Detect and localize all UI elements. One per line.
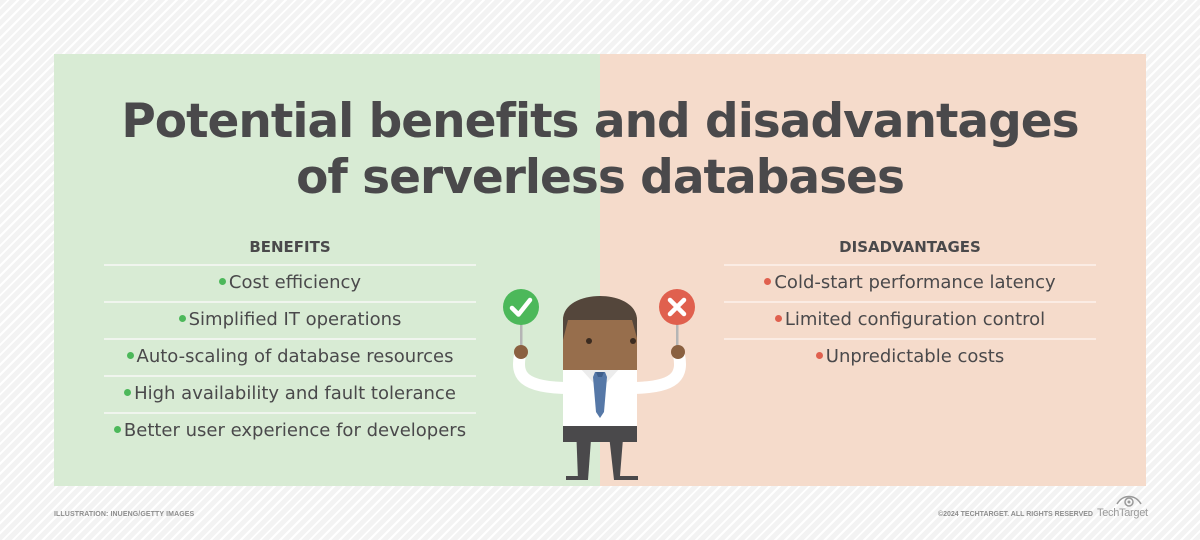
illustration-credit: ILLUSTRATION: INUENG/GETTY IMAGES (54, 511, 195, 518)
bullet-icon (218, 277, 226, 285)
list-item: Limited configuration control (724, 303, 1096, 340)
benefits-background (54, 54, 600, 486)
title-line-2: of serverless databases (296, 150, 905, 205)
bullet-icon (126, 351, 134, 359)
item-label: Simplified IT operations (188, 309, 402, 330)
list-item: Simplified IT operations (104, 303, 476, 340)
list-item: High availability and fault tolerance (104, 377, 476, 414)
item-label: Limited configuration control (784, 309, 1046, 330)
bullet-icon (815, 351, 823, 359)
list-item: Cost efficiency (104, 266, 476, 303)
eye-logo-icon (1116, 495, 1142, 507)
disadvantages-list: DISADVANTAGES Cold-start performance lat… (724, 234, 1096, 375)
item-label: High availability and fault tolerance (134, 383, 456, 404)
bullet-icon (764, 277, 772, 285)
list-item: Cold-start performance latency (724, 266, 1096, 303)
bullet-icon (774, 314, 782, 322)
item-label: Unpredictable costs (825, 346, 1005, 367)
bullet-icon (178, 314, 186, 322)
x-mark-icon (659, 289, 695, 325)
item-label: Cold-start performance latency (774, 272, 1056, 293)
checkmark-icon (503, 289, 539, 325)
benefits-heading: BENEFITS (104, 234, 476, 266)
infographic-panel: Potential benefits and disadvantages of … (54, 54, 1146, 486)
bullet-icon (113, 425, 121, 433)
benefits-list: BENEFITS Cost efficiency Simplified IT o… (104, 234, 476, 449)
logo-text: TechTarget (1097, 507, 1148, 519)
item-label: Better user experience for developers (123, 420, 467, 441)
page-title: Potential benefits and disadvantages of … (54, 94, 1146, 206)
list-item: Unpredictable costs (724, 340, 1096, 375)
item-label: Cost efficiency (228, 272, 362, 293)
bullet-icon (124, 388, 132, 396)
list-item: Auto-scaling of database resources (104, 340, 476, 377)
techtarget-logo: TechTarget (1097, 494, 1148, 520)
disadvantages-heading: DISADVANTAGES (724, 234, 1096, 266)
person-illustration (503, 289, 695, 480)
item-label: Auto-scaling of database resources (136, 346, 454, 367)
copyright-notice: ©2024 TECHTARGET. ALL RIGHTS RESERVED (937, 511, 1093, 518)
list-item: Better user experience for developers (104, 414, 476, 449)
title-line-1: Potential benefits and disadvantages (121, 94, 1079, 149)
disadvantages-background (600, 54, 1146, 486)
